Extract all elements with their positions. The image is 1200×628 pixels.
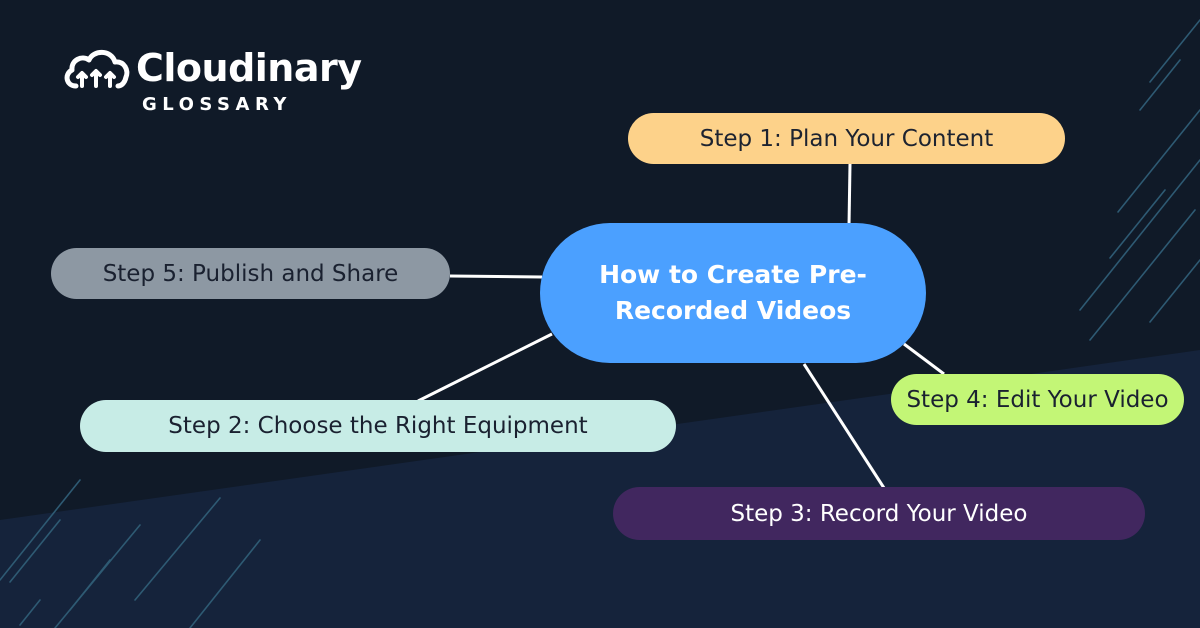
cloudinary-logo: Cloudinary GLOSSARY	[62, 46, 362, 115]
connector-step3	[802, 363, 886, 489]
step-1-node: Step 1: Plan Your Content	[628, 113, 1065, 164]
connector-step1	[847, 163, 852, 227]
connector-step2	[417, 332, 553, 403]
connector-step4	[903, 342, 945, 376]
step-4-node: Step 4: Edit Your Video	[891, 374, 1184, 425]
step-3-node: Step 3: Record Your Video	[613, 487, 1145, 540]
step-2-node: Step 2: Choose the Right Equipment	[80, 400, 676, 452]
connector-lines	[417, 163, 945, 489]
brand-subtitle: GLOSSARY	[142, 94, 292, 115]
brand-name: Cloudinary	[136, 46, 362, 90]
cloud-logo-icon	[64, 49, 130, 89]
diagonal-streaks	[0, 19, 1200, 628]
step-5-node: Step 5: Publish and Share	[51, 248, 450, 299]
connector-step5	[449, 274, 543, 279]
center-topic-node: How to Create Pre-Recorded Videos	[540, 223, 926, 363]
